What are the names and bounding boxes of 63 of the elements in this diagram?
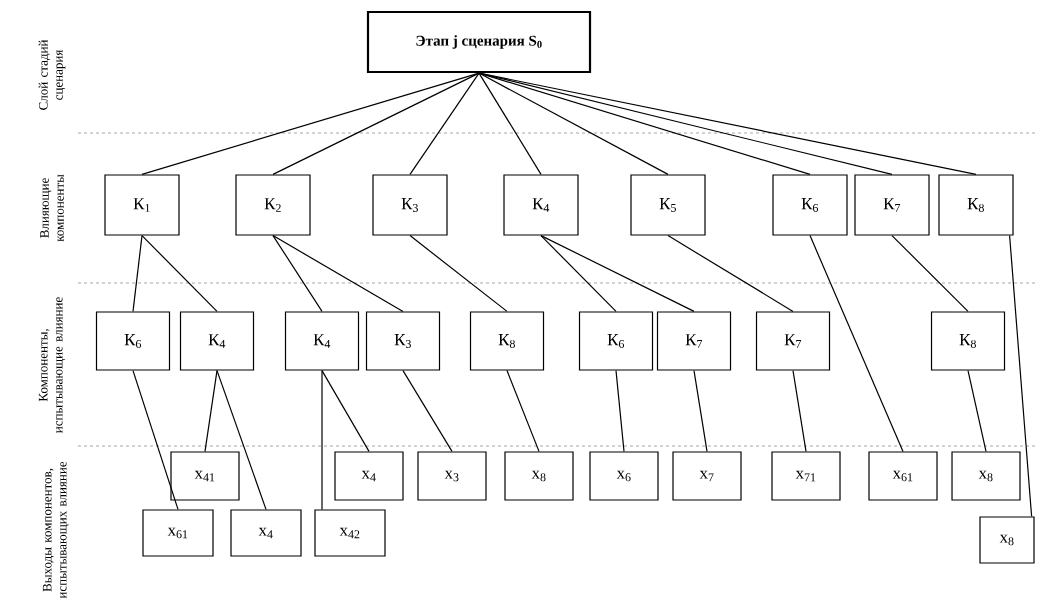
- component-box: К$_{7}$: [854, 174, 930, 236]
- component-box: К$_{6}$: [578, 311, 654, 371]
- connector-line: [216, 370, 267, 510]
- component-box: x$_{61}$: [142, 509, 214, 557]
- connector-line: [321, 370, 370, 452]
- component-box: x$_{61}$: [868, 451, 938, 501]
- layer-label: Слой стадий сценария: [38, 39, 66, 110]
- stage-box: Этап j сценария S$_{0}$: [366, 10, 592, 74]
- connector-line: [478, 72, 542, 175]
- component-box: x$_{8}$: [979, 516, 1035, 564]
- component-box: x$_{3}$: [417, 451, 487, 501]
- connector-line: [540, 235, 695, 312]
- component-box: К$_{4}$: [503, 174, 579, 236]
- component-box: К$_{2}$: [235, 174, 311, 236]
- layer-label: Выходы компонентов, испытывающих влияние: [42, 461, 70, 599]
- component-box: К$_{1}$: [104, 174, 180, 236]
- component-box: К$_{7}$: [755, 311, 831, 371]
- layer-label: Влияющие компоненты: [40, 174, 64, 242]
- component-box: x$_{41}$: [170, 451, 240, 501]
- connector-line: [693, 370, 708, 452]
- connector-line: [478, 72, 669, 175]
- connector-line: [204, 370, 218, 452]
- connector-line: [402, 370, 453, 452]
- component-box: К$_{4}$: [284, 311, 360, 371]
- connector-line: [272, 72, 480, 175]
- connector-line: [967, 370, 987, 452]
- component-box: К$_{6}$: [95, 311, 171, 371]
- connector-line: [272, 235, 404, 312]
- component-box: К$_{8}$: [938, 174, 1014, 236]
- connector-line: [132, 370, 179, 510]
- component-box: x$_{7}$: [672, 451, 742, 501]
- connector-line: [506, 370, 540, 452]
- connector-line: [478, 72, 811, 175]
- component-box: x$_{8}$: [504, 451, 574, 501]
- connector-line: [667, 235, 794, 312]
- component-box: x$_{71}$: [771, 451, 841, 501]
- component-box: К$_{3}$: [365, 311, 441, 371]
- component-box: К$_{3}$: [372, 174, 448, 236]
- connector-line: [809, 235, 904, 452]
- connector-line: [141, 72, 480, 175]
- connector-line: [1009, 235, 1033, 517]
- layer-label: Компоненты, испытывающие влияние: [38, 297, 66, 433]
- component-box: К$_{6}$: [772, 174, 848, 236]
- connector-line: [891, 235, 969, 312]
- connector-line: [132, 235, 143, 312]
- connector-line: [792, 370, 807, 452]
- connector-line: [409, 235, 508, 312]
- connector-line: [540, 235, 617, 312]
- component-box: К$_{4}$: [179, 311, 255, 371]
- component-box: x$_{8}$: [951, 451, 1021, 501]
- component-box: К$_{8}$: [469, 311, 545, 371]
- connector-line: [321, 370, 323, 510]
- component-box: x$_{42}$: [314, 509, 386, 557]
- component-box: x$_{6}$: [589, 451, 659, 501]
- connector-line: [141, 235, 218, 312]
- component-box: x$_{4}$: [334, 451, 404, 501]
- connector-line: [272, 235, 323, 312]
- component-box: К$_{5}$: [630, 174, 706, 236]
- component-box: К$_{7}$: [656, 311, 732, 371]
- component-box: К$_{8}$: [930, 311, 1006, 371]
- connector-line: [409, 72, 480, 175]
- connector-line: [615, 370, 625, 452]
- component-box: x$_{4}$: [230, 509, 302, 557]
